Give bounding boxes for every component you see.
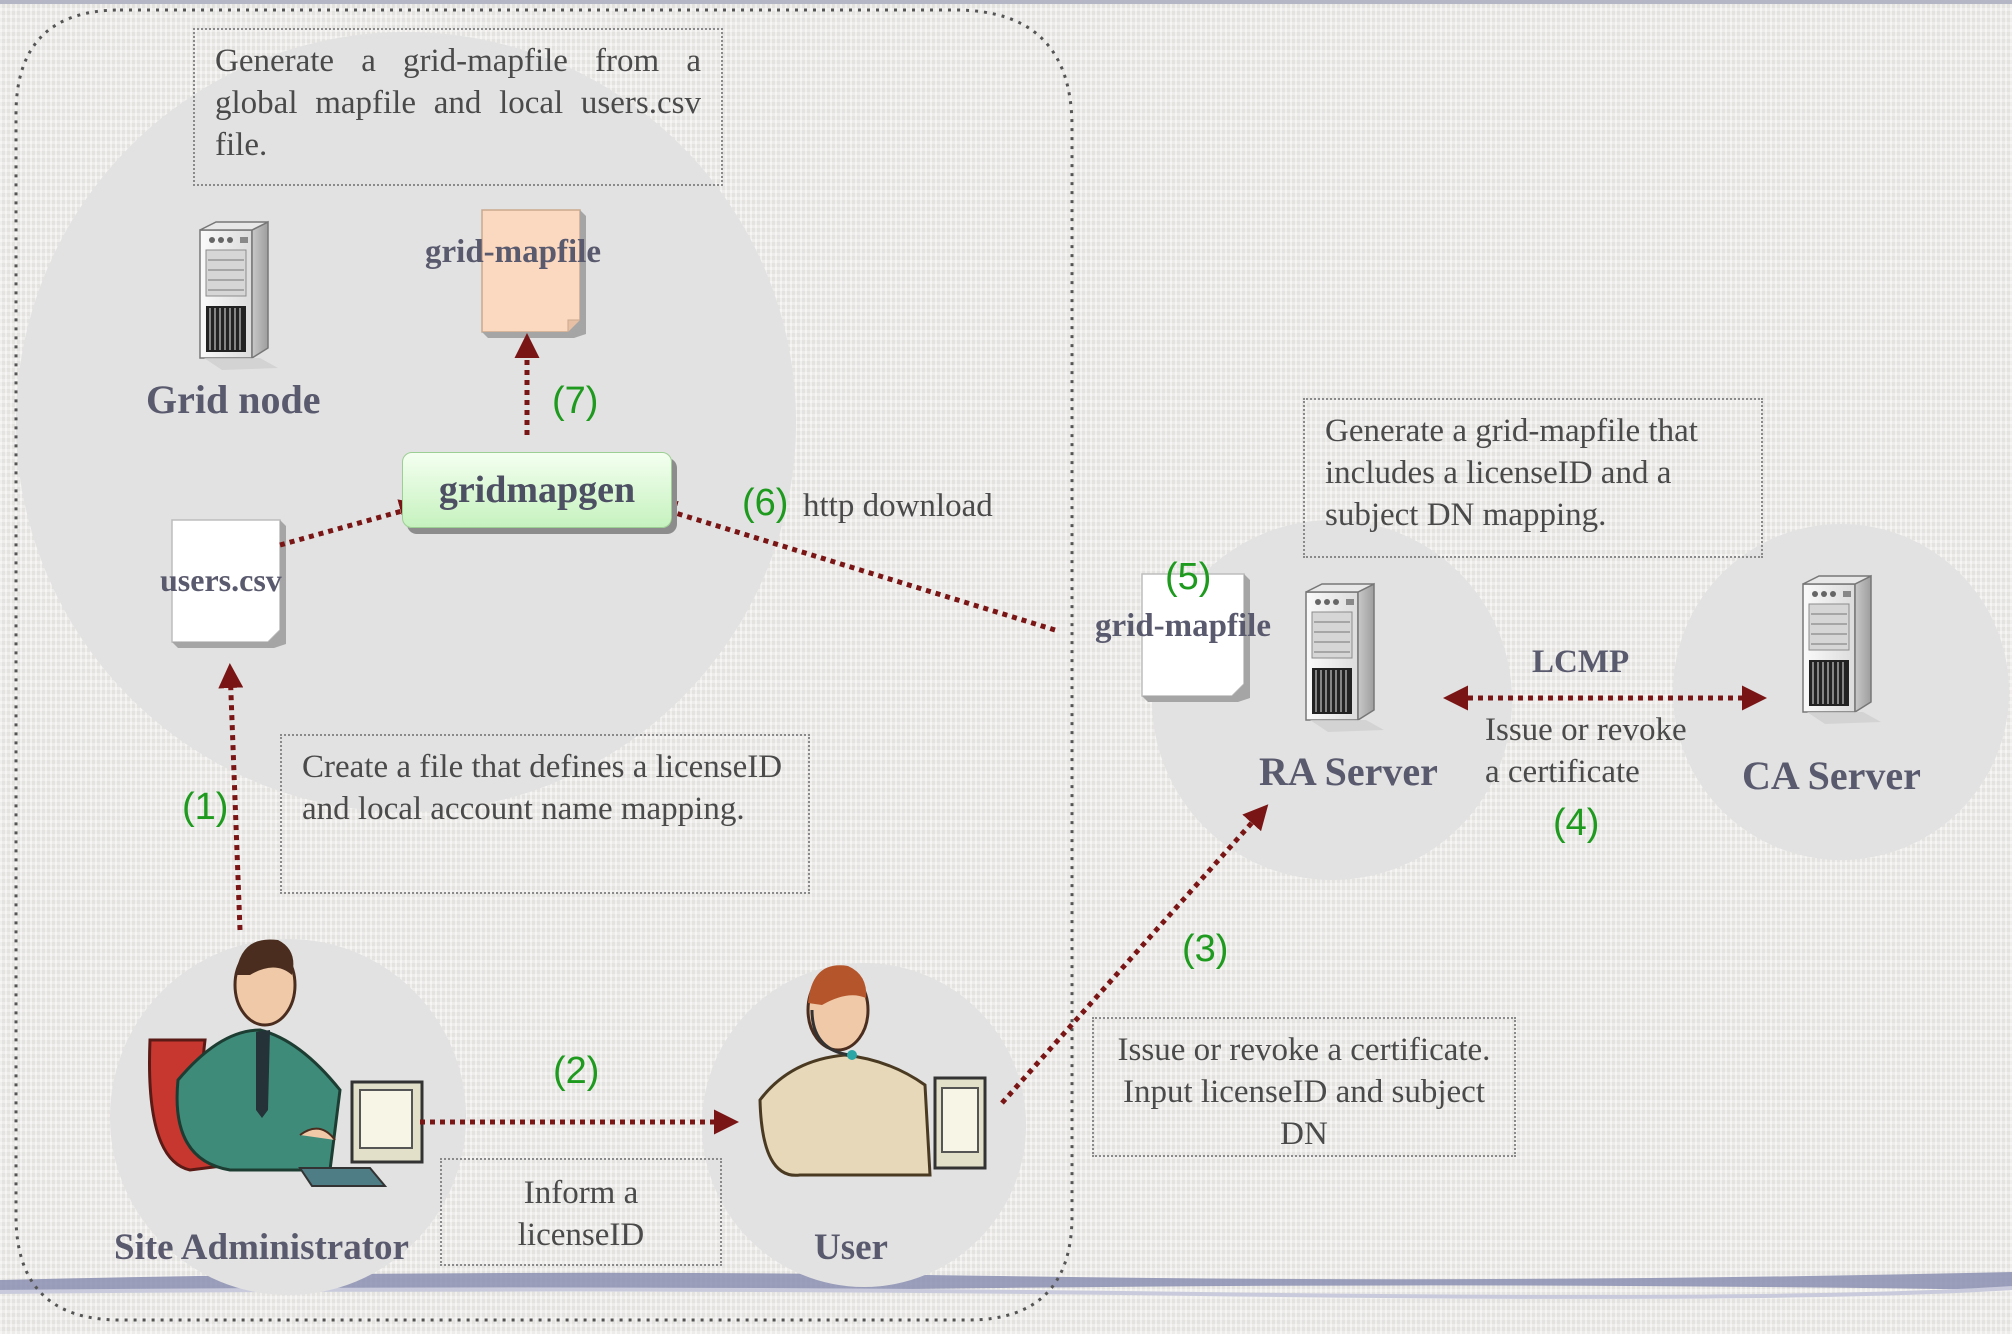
arrow-users-to-gen xyxy=(279,499,425,548)
step-5-label: (5) xyxy=(1165,556,1212,598)
ra-grid-mapfile-label: grid-mapfile xyxy=(1095,608,1271,644)
issue-revoke-line1: Issue or revoke xyxy=(1485,712,1687,748)
lcmp-label: LCMP xyxy=(1532,644,1630,680)
grid-node-label: Grid node xyxy=(146,377,321,422)
note-create-file: Create a file that defines a licenseID a… xyxy=(280,734,810,894)
ra-server-icon xyxy=(1305,583,1385,733)
step-1-label: (1) xyxy=(182,786,229,828)
http-download-label: http download xyxy=(803,488,993,524)
gridmapgen-box: gridmapgen xyxy=(402,452,672,528)
grid-mapfile-doc-icon xyxy=(481,209,586,338)
issue-revoke-line2: a certificate xyxy=(1485,754,1640,790)
user-label: User xyxy=(814,1227,888,1268)
step-3-label: (3) xyxy=(1182,928,1229,970)
ca-server-icon xyxy=(1802,575,1882,725)
note-issue-input: Issue or revoke a certificate. Input lic… xyxy=(1092,1017,1516,1157)
ca-server-label: CA Server xyxy=(1742,753,1921,798)
site-admin-label: Site Administrator xyxy=(114,1227,409,1268)
step-6-label: (6) xyxy=(742,482,789,524)
grid-node-server-icon xyxy=(199,221,279,371)
users-csv-label: users.csv xyxy=(160,562,282,598)
step-4-label: (4) xyxy=(1553,802,1600,844)
users-csv-doc-icon xyxy=(171,519,286,648)
top-band xyxy=(0,0,2012,4)
ra-grid-mapfile-doc-icon xyxy=(1141,573,1250,702)
note-generate-global: Generate a grid-mapfile from a global ma… xyxy=(193,28,723,186)
note-generate-license: Generate a grid-mapfile that includes a … xyxy=(1303,398,1763,558)
user-figure-icon xyxy=(758,965,987,1177)
step-2-label: (2) xyxy=(553,1050,600,1092)
grid-mapfile-label: grid-mapfile xyxy=(425,234,601,270)
bottom-band xyxy=(0,1272,2012,1292)
note-inform: Inform a licenseID xyxy=(440,1158,722,1266)
site-admin-figure-icon xyxy=(148,939,424,1187)
step-7-label: (7) xyxy=(552,380,599,422)
site-boundary xyxy=(14,8,1074,1322)
arrows xyxy=(218,333,1767,1135)
ra-server-label: RA Server xyxy=(1259,749,1438,794)
arrow-step-1 xyxy=(218,663,244,931)
